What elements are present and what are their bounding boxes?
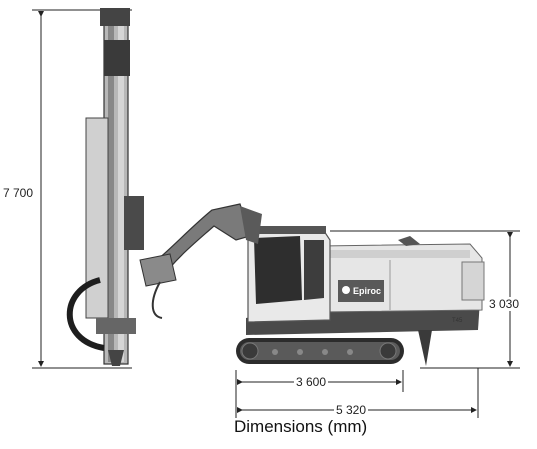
dim-overall-label: 5 320 [334, 403, 369, 417]
model-badge: T45 [452, 318, 463, 324]
boom-arm [139, 203, 262, 319]
crawler-track [236, 338, 404, 364]
operator-cab [247, 226, 331, 323]
epiroc-logo: Epiroc T45 [342, 286, 463, 324]
dim-height-total-label: 7 700 [3, 186, 34, 200]
logo-text: Epiroc [353, 286, 381, 296]
dim-height-cab-label: 3 030 [489, 297, 520, 311]
dim-track-label: 3 600 [294, 375, 329, 389]
feed-mast [66, 8, 144, 366]
diagram-caption: Dimensions (mm) [234, 417, 368, 436]
